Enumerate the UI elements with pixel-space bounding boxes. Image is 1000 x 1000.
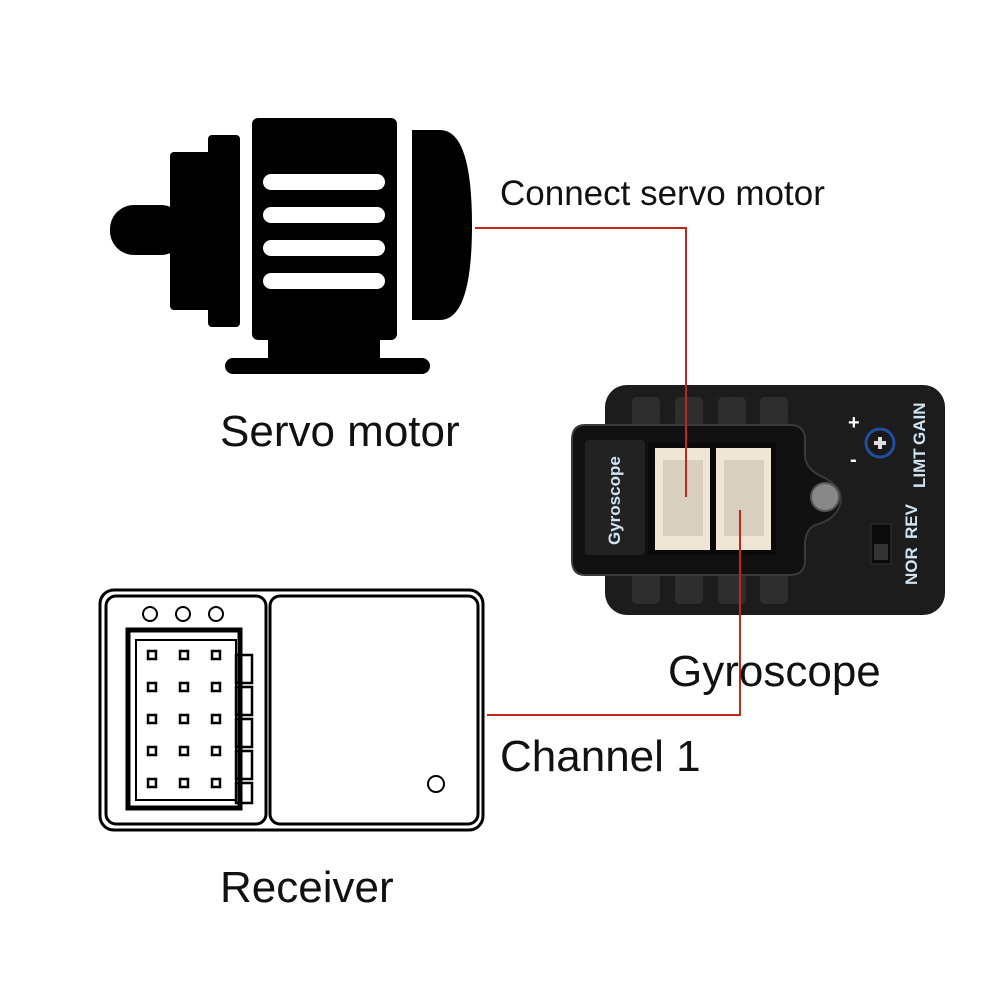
receiver-pin	[146, 713, 158, 725]
receiver-pin	[146, 745, 158, 757]
rev-label: REV	[902, 504, 921, 539]
receiver-pin	[210, 713, 222, 725]
connection-lines	[475, 227, 741, 716]
receiver-pin	[146, 649, 158, 661]
receiver-pin	[210, 777, 222, 789]
gain-minus-sign: -	[850, 449, 857, 471]
receiver-pin	[178, 681, 190, 693]
limit-label: LIMT	[910, 448, 929, 488]
gyro-to-channel1-line	[487, 510, 741, 716]
receiver-pin	[178, 713, 190, 725]
device-name-plate: Gyroscope	[605, 456, 624, 545]
gyroscope-label: Gyroscope	[668, 647, 881, 696]
receiver-pin	[178, 745, 190, 757]
receiver-pin	[210, 681, 222, 693]
gain-plus-sign: +	[848, 412, 860, 434]
servo-to-gyro-line	[475, 227, 687, 497]
receiver-label: Receiver	[220, 863, 394, 912]
receiver-pin	[210, 745, 222, 757]
gain-label: GAIN	[910, 402, 929, 446]
nor-label: NOR	[902, 547, 921, 585]
servo-motor-label: Servo motor	[220, 407, 460, 456]
receiver-pin	[146, 777, 158, 789]
receiver-pin	[210, 649, 222, 661]
receiver-icon	[98, 588, 485, 832]
gyroscope-device	[571, 385, 945, 615]
servo-motor-icon	[110, 118, 472, 374]
connect-servo-label: Connect servo motor	[500, 174, 825, 213]
channel-1-label: Channel 1	[500, 732, 701, 781]
receiver-pin	[178, 649, 190, 661]
receiver-pin	[146, 681, 158, 693]
receiver-pin	[178, 777, 190, 789]
